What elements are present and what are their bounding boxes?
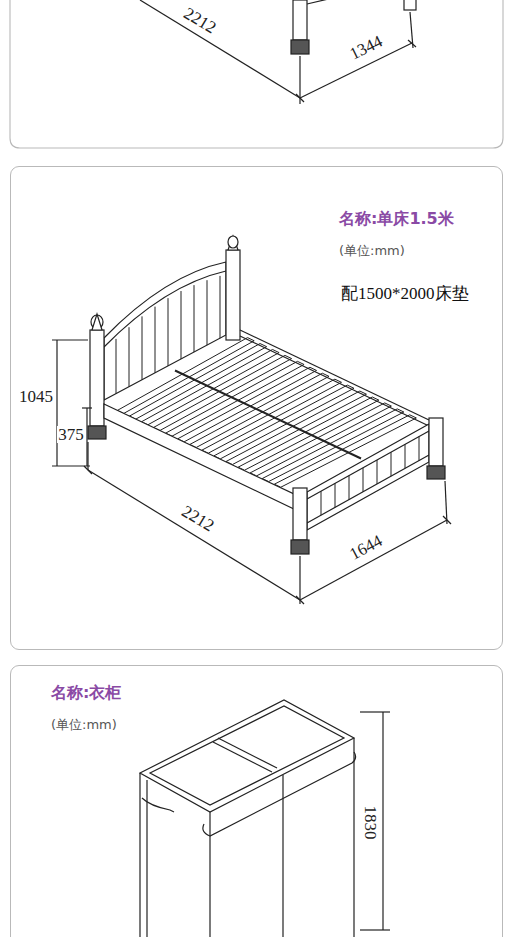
footboard-bar — [349, 476, 350, 500]
panel-one-outline — [10, 0, 503, 148]
footboard-bar — [405, 444, 406, 468]
headboard-board — [168, 298, 169, 366]
product-panel: 名称:单床1.5米 (单位:mm) 配1500*2000床垫 — [10, 166, 503, 650]
headboard-board — [116, 339, 117, 394]
headboard-board — [181, 291, 182, 359]
dimension-label: 2212 — [180, 3, 220, 36]
dimension-label: 1045 — [18, 388, 54, 405]
footboard-bar — [391, 452, 392, 476]
product-note: (单位:mm) — [51, 716, 117, 734]
product-panel: 名称:衣柜 (单位:mm) — [10, 665, 503, 937]
product-note: (单位:mm) — [339, 242, 405, 260]
footboard-bar — [335, 483, 336, 507]
product-note: 配1500*2000床垫 — [341, 282, 469, 305]
footboard-bar — [377, 460, 378, 484]
dimension-label: 1830 — [362, 804, 379, 840]
footboard-bar — [321, 491, 322, 515]
headboard-board — [220, 276, 221, 338]
dimension-label: 1344 — [346, 31, 386, 62]
footboard-bar — [363, 468, 364, 492]
headboard-board — [129, 327, 130, 386]
footboard-bar — [419, 437, 420, 461]
center-beam — [175, 371, 361, 459]
wardrobe-drawing — [140, 700, 390, 937]
product-name: 名称:衣柜 — [51, 683, 121, 704]
dimension-label: 375 — [57, 426, 85, 443]
headboard-board — [142, 316, 143, 379]
headboard-board — [155, 307, 156, 373]
dimension-label: 2212 — [178, 501, 218, 534]
product-name: 名称:单床1.5米 — [339, 209, 454, 230]
bed-fragment — [140, 0, 416, 104]
headboard-board — [194, 285, 195, 352]
headboard-board — [207, 280, 208, 345]
dimension-label: 1644 — [346, 531, 386, 563]
